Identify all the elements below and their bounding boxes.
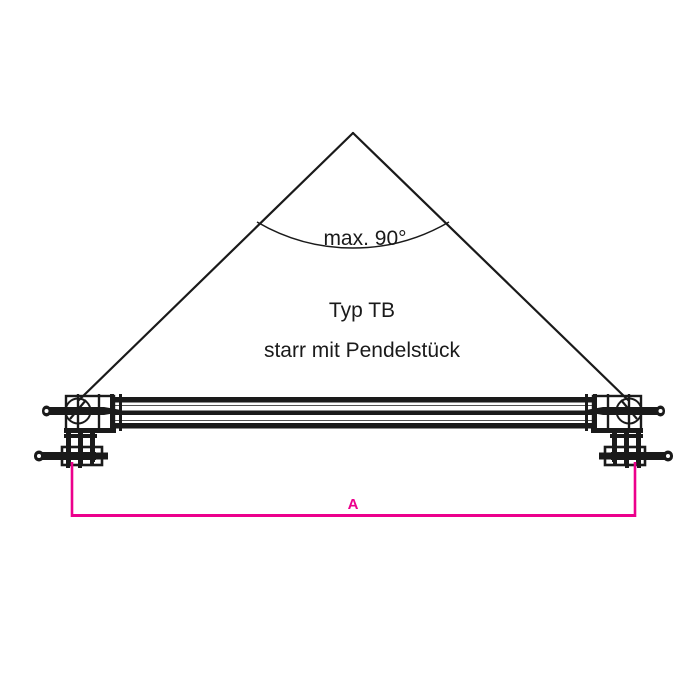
angle-label: max. 90° bbox=[323, 227, 406, 250]
spreader-beam bbox=[110, 394, 597, 431]
description-label: starr mit Pendelstück bbox=[264, 339, 461, 362]
type-label: Typ TB bbox=[329, 299, 395, 322]
sling-leg-right bbox=[351, 131, 630, 402]
shackle-left bbox=[34, 444, 108, 468]
dimension-annotation-a: A bbox=[70, 462, 637, 517]
shackle-right bbox=[599, 444, 673, 468]
angle-arc bbox=[256, 221, 450, 249]
sling-leg-left bbox=[77, 131, 355, 402]
dimension-letter-a: A bbox=[348, 496, 359, 513]
